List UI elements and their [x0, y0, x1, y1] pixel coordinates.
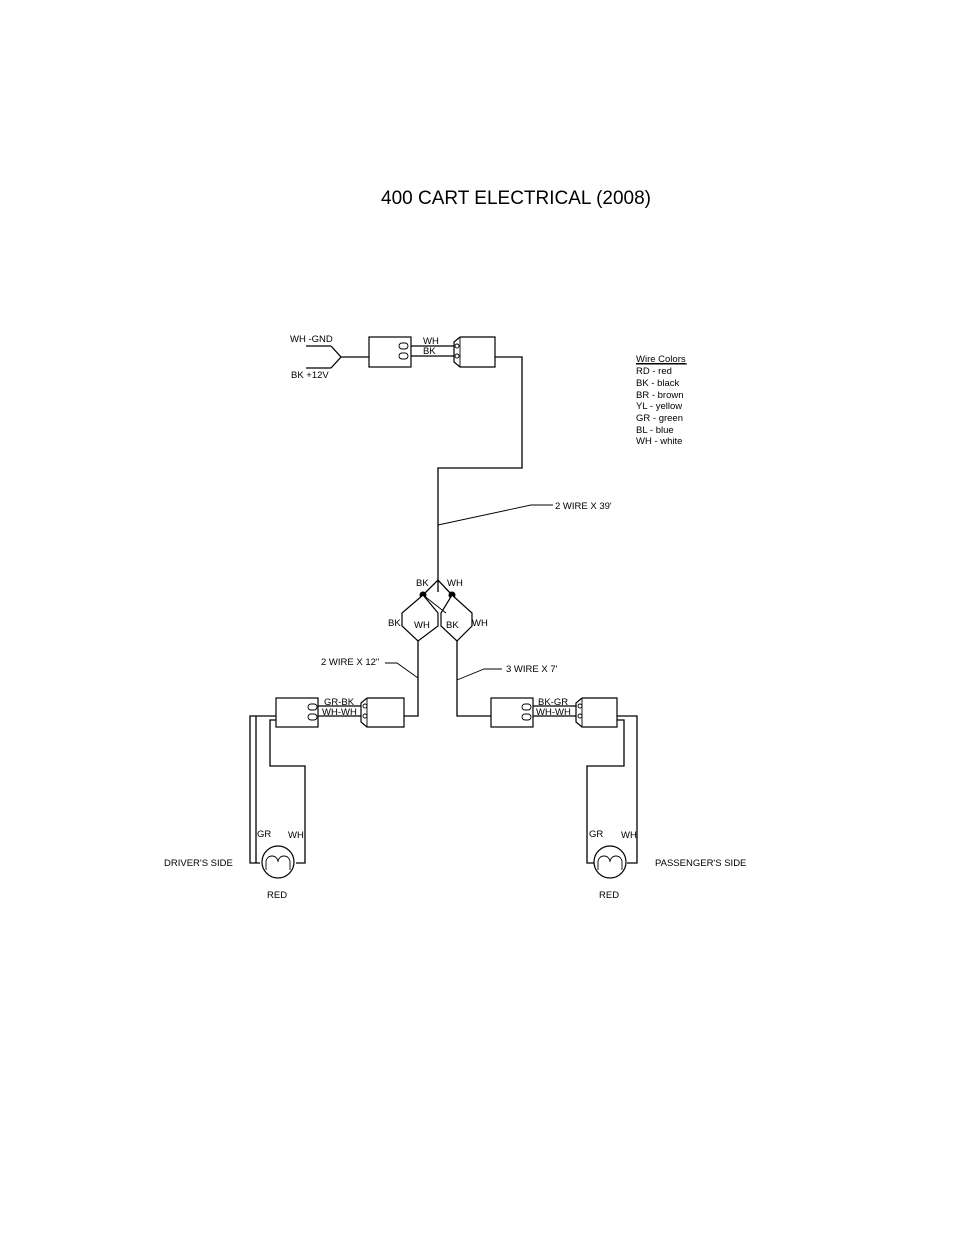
- driver-lamp-icon: [262, 846, 294, 878]
- right-branch-cable: [457, 641, 491, 716]
- driver-lamp-color: RED: [267, 890, 287, 901]
- connector-body: [369, 337, 411, 367]
- passenger-connector-bottom-label: WH-WH: [536, 707, 571, 718]
- left-splice-connector: [402, 595, 438, 641]
- driver-gr-label: GR: [257, 829, 271, 840]
- pos-label: BK +12V: [291, 370, 329, 381]
- legend-item: BK - black: [636, 378, 680, 389]
- passenger-lamp-icon: [594, 846, 626, 878]
- splice-wh-top: WH: [447, 578, 463, 589]
- legend-item: BR - brown: [636, 390, 684, 401]
- splice-bk-top: BK: [416, 578, 429, 589]
- wire-color-legend: Wire Colors RD - red BK - black BR - bro…: [636, 354, 687, 447]
- splice-bk-right: BK: [446, 620, 459, 631]
- power-connector-male: [454, 337, 495, 367]
- passenger-connector-pair: BK-GR WH-WH: [491, 697, 617, 727]
- power-connector-female: [369, 337, 411, 367]
- bk-jumper-label: BK: [423, 346, 436, 357]
- cable-right-leader: [457, 669, 502, 680]
- driver-wh-label: WH: [288, 830, 304, 841]
- driver-wh-wire: [270, 720, 305, 863]
- driver-connector-female: [276, 698, 318, 727]
- input-fork: [331, 346, 341, 368]
- left-branch-cable: [404, 641, 418, 716]
- legend-item: YL - yellow: [636, 401, 682, 412]
- splice-wh-right: WH: [472, 618, 488, 629]
- cable-left-label: 2 WIRE X 12": [321, 657, 379, 668]
- page-title: 400 CART ELECTRICAL (2008): [381, 188, 651, 209]
- driver-connector-bottom-label: WH-WH: [322, 707, 357, 718]
- right-splice-connector: [441, 595, 472, 641]
- cable-main-label: 2 WIRE X 39': [555, 501, 612, 512]
- cable-right-label: 3 WIRE X 7': [506, 664, 558, 675]
- cable-left-leader: [385, 663, 418, 678]
- passenger-connector-female: [491, 698, 533, 727]
- driver-gr-wire: [250, 716, 276, 863]
- passenger-gr-wire: [587, 720, 624, 863]
- gnd-label: WH -GND: [290, 334, 333, 345]
- passenger-gr-label: GR: [589, 829, 603, 840]
- driver-side-label: DRIVER'S SIDE: [164, 858, 233, 869]
- cable-main-leader: [438, 505, 553, 525]
- driver-connector-male: [361, 698, 404, 727]
- passenger-side-label: PASSENGER'S SIDE: [655, 858, 746, 869]
- passenger-lamp-color: RED: [599, 890, 619, 901]
- main-cable: [438, 357, 522, 592]
- legend-item: BL - blue: [636, 425, 674, 436]
- splice-bk-left: BK: [388, 618, 401, 629]
- splice-wh-left: WH: [414, 620, 430, 631]
- legend-item: RD - red: [636, 366, 672, 377]
- legend-item: GR - green: [636, 413, 683, 424]
- legend-heading: Wire Colors: [636, 354, 686, 365]
- driver-connector-pair: GR-BK WH-WH: [276, 697, 404, 727]
- power-input: WH -GND BK +12V: [290, 334, 369, 381]
- legend-item: WH - white: [636, 436, 682, 447]
- passenger-wh-label: WH: [621, 830, 637, 841]
